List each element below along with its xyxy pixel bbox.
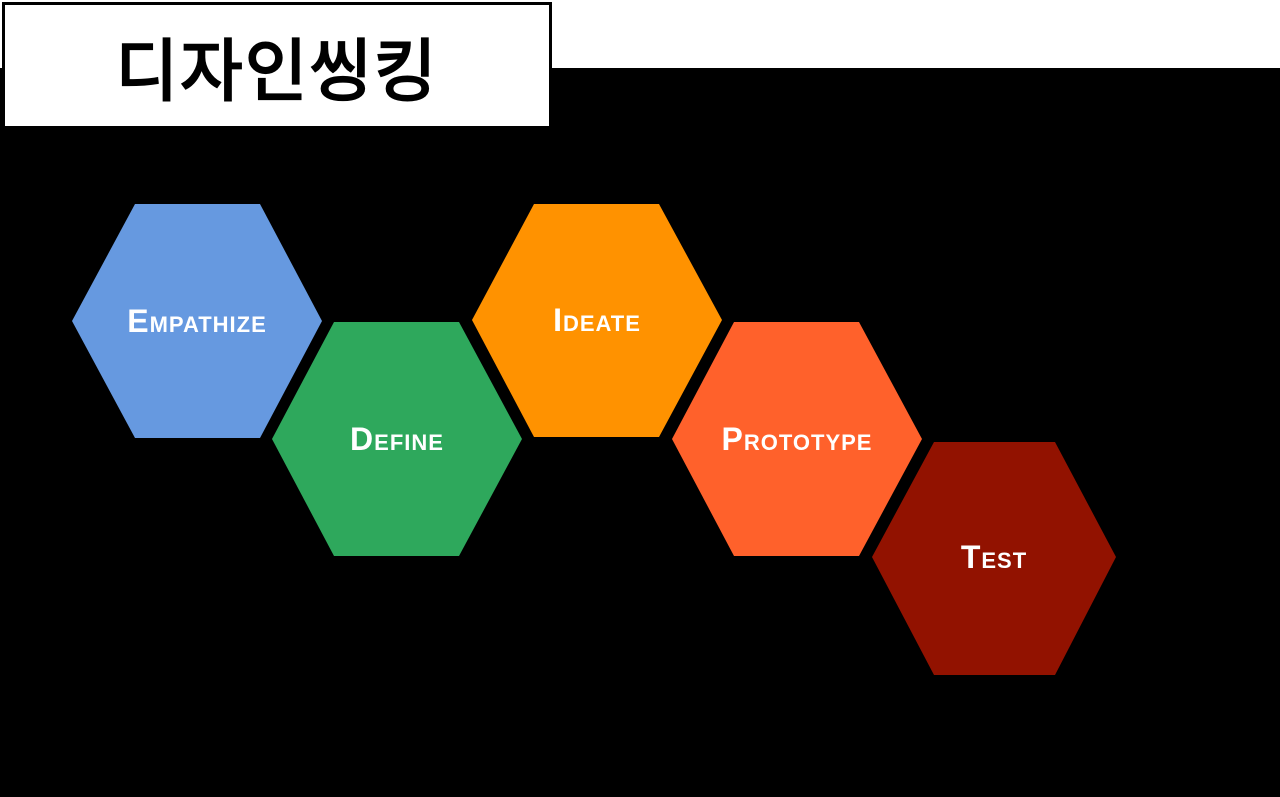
stage-test: Test	[872, 442, 1116, 675]
stage-ideate: Ideate	[472, 204, 722, 437]
ideate-label: Ideate	[553, 302, 641, 338]
prototype-label: Prototype	[722, 421, 873, 457]
title-box: 디자인씽킹	[2, 2, 552, 129]
empathize-label: Empathize	[127, 303, 267, 339]
define-label: Define	[350, 421, 444, 457]
empathize-hexagon	[72, 204, 322, 438]
test-hexagon	[872, 442, 1116, 675]
stage-prototype: Prototype	[672, 322, 922, 556]
slide-title: 디자인씽킹	[115, 33, 439, 112]
test-label: Test	[961, 539, 1027, 575]
ideate-hexagon	[472, 204, 722, 437]
prototype-hexagon	[672, 322, 922, 556]
stage-empathize: Empathize	[72, 204, 322, 438]
stage-define: Define	[272, 322, 522, 556]
define-hexagon	[272, 322, 522, 556]
